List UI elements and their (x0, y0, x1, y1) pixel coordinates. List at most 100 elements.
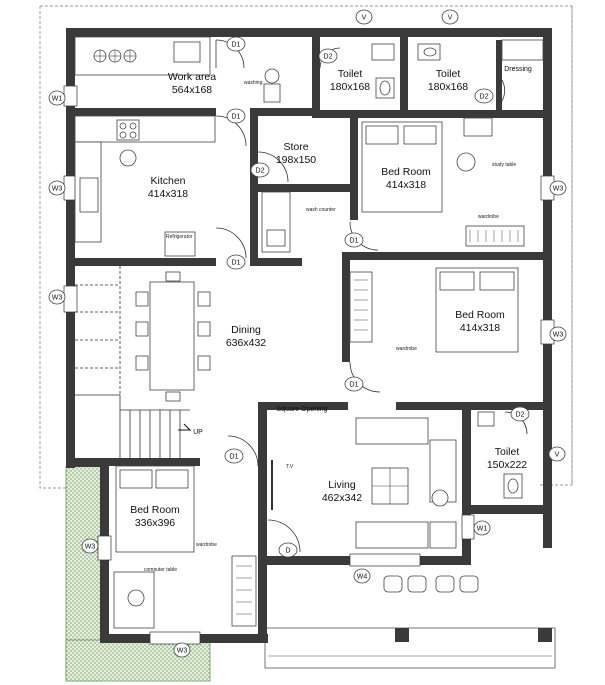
svg-text:V: V (362, 15, 367, 22)
sit-out (264, 627, 556, 669)
svg-text:D2: D2 (256, 168, 265, 175)
annotations: washing Refrigerator wash counter study … (144, 80, 516, 573)
tag-w3-dining: W3 (48, 289, 66, 305)
tag-w3-bottom: W3 (173, 642, 191, 658)
tag-d1-work: D1 (226, 36, 246, 52)
bedroom-2-furniture (349, 267, 519, 353)
door-swings (215, 39, 528, 553)
svg-text:D1: D1 (350, 382, 359, 389)
svg-text:D2: D2 (480, 94, 489, 101)
front-seating (383, 575, 479, 593)
tag-w3-kitchen: W3 (48, 180, 66, 196)
label-toilet-3: Toilet (495, 446, 520, 458)
size-bedroom-3: 336x396 (135, 517, 175, 529)
label-store: Store (283, 141, 308, 153)
svg-text:V: V (448, 15, 453, 22)
note-up: UP (193, 429, 203, 436)
label-kitchen: Kitchen (150, 175, 185, 187)
note-wash-counter: wash counter (306, 207, 336, 213)
tag-v-1: V (355, 9, 373, 25)
svg-text:W3: W3 (85, 544, 96, 551)
svg-text:W3: W3 (553, 186, 564, 193)
note-wardrobe-1: wardrobe (478, 214, 499, 220)
dining-table (135, 271, 211, 402)
note-wardrobe-2: wardrobe (396, 346, 417, 352)
label-toilet-1: Toilet (338, 68, 363, 80)
label-work-area: Work area (168, 71, 216, 83)
tag-d2-toilet2: D2 (474, 88, 494, 104)
size-store: 198x150 (276, 154, 316, 166)
label-dining: Dining (231, 324, 261, 336)
svg-text:V: V (555, 452, 560, 459)
size-dining: 636x432 (226, 337, 266, 349)
tag-d-main: D (278, 542, 298, 558)
svg-text:W4: W4 (357, 574, 368, 581)
label-bedroom-2: Bed Room (455, 309, 505, 321)
svg-text:D1: D1 (232, 260, 241, 267)
windows (63, 85, 555, 645)
size-toilet-3: 150x222 (487, 459, 527, 471)
interior-walls (66, 28, 552, 466)
tag-v-2: V (441, 9, 459, 25)
size-kitchen: 414x318 (148, 188, 188, 200)
tag-d2-toilet3: D2 (510, 406, 530, 422)
tag-w3-bed1: W3 (549, 180, 567, 196)
note-washing: washing (244, 80, 263, 86)
bedroom-1-furniture (361, 117, 525, 247)
note-square-opening: Square Opening (277, 406, 328, 413)
tag-d1-bed1: D1 (344, 232, 364, 248)
tag-w1-living: W1 (473, 520, 491, 536)
tag-d1-dining: D1 (226, 254, 246, 270)
size-toilet-2: 180x168 (428, 81, 468, 93)
svg-text:D1: D1 (232, 42, 241, 49)
tag-w3-bed2: W3 (549, 326, 567, 342)
work-area-fixtures (74, 36, 281, 103)
tag-d1-bed2: D1 (344, 376, 364, 392)
note-wardrobe-3: wardrobe (196, 542, 217, 548)
svg-text:W3: W3 (177, 648, 188, 655)
tags: D1 D1 D2 D1 D2 D2 D1 D1 D1 D2 D V V V W1… (48, 9, 567, 658)
note-study-table: study table (492, 162, 516, 168)
wash-counter (261, 191, 291, 253)
staircase (75, 266, 192, 458)
tag-w3-bed3: W3 (81, 538, 99, 554)
svg-text:D2: D2 (516, 412, 525, 419)
note-computer-table: computer table (144, 567, 177, 573)
svg-text:D1: D1 (232, 114, 241, 121)
svg-text:W1: W1 (477, 526, 488, 533)
svg-text:W3: W3 (52, 186, 63, 193)
label-living: Living (328, 479, 356, 491)
size-work-area: 564x168 (172, 84, 212, 96)
label-bedroom-3: Bed Room (130, 504, 180, 516)
tag-d1-kitchen: D1 (226, 108, 246, 124)
kitchen-fixtures (74, 115, 216, 257)
svg-text:D: D (285, 548, 290, 555)
size-living: 462x342 (322, 492, 362, 504)
tag-v-3: V (548, 446, 566, 462)
room-labels: Work area 564x168 Kitchen 414x318 Store … (130, 66, 532, 529)
svg-text:W1: W1 (52, 96, 63, 103)
tag-d1-bed3: D1 (224, 448, 244, 464)
tag-w1-left: W1 (48, 90, 66, 106)
tag-d2-toilet1: D2 (318, 48, 338, 64)
toilet-fixtures (371, 39, 544, 99)
svg-text:D1: D1 (230, 454, 239, 461)
size-bedroom-1: 414x318 (386, 179, 426, 191)
size-bedroom-2: 414x318 (460, 322, 500, 334)
living-furniture (271, 417, 457, 549)
tag-d2-store: D2 (250, 162, 270, 178)
tag-w4: W4 (353, 568, 371, 584)
size-toilet-1: 180x168 (330, 81, 370, 93)
svg-text:W3: W3 (553, 332, 564, 339)
note-tv: T.V (286, 464, 294, 470)
label-bedroom-1: Bed Room (381, 166, 431, 178)
note-refrigerator: Refrigerator (166, 234, 193, 240)
toilet-3-fixtures (477, 411, 523, 499)
svg-text:W3: W3 (52, 295, 63, 302)
bedroom-3-furniture (113, 465, 257, 629)
label-toilet-2: Toilet (436, 68, 461, 80)
svg-text:D1: D1 (350, 238, 359, 245)
label-dressing: Dressing (504, 66, 532, 73)
svg-text:D2: D2 (324, 54, 333, 61)
